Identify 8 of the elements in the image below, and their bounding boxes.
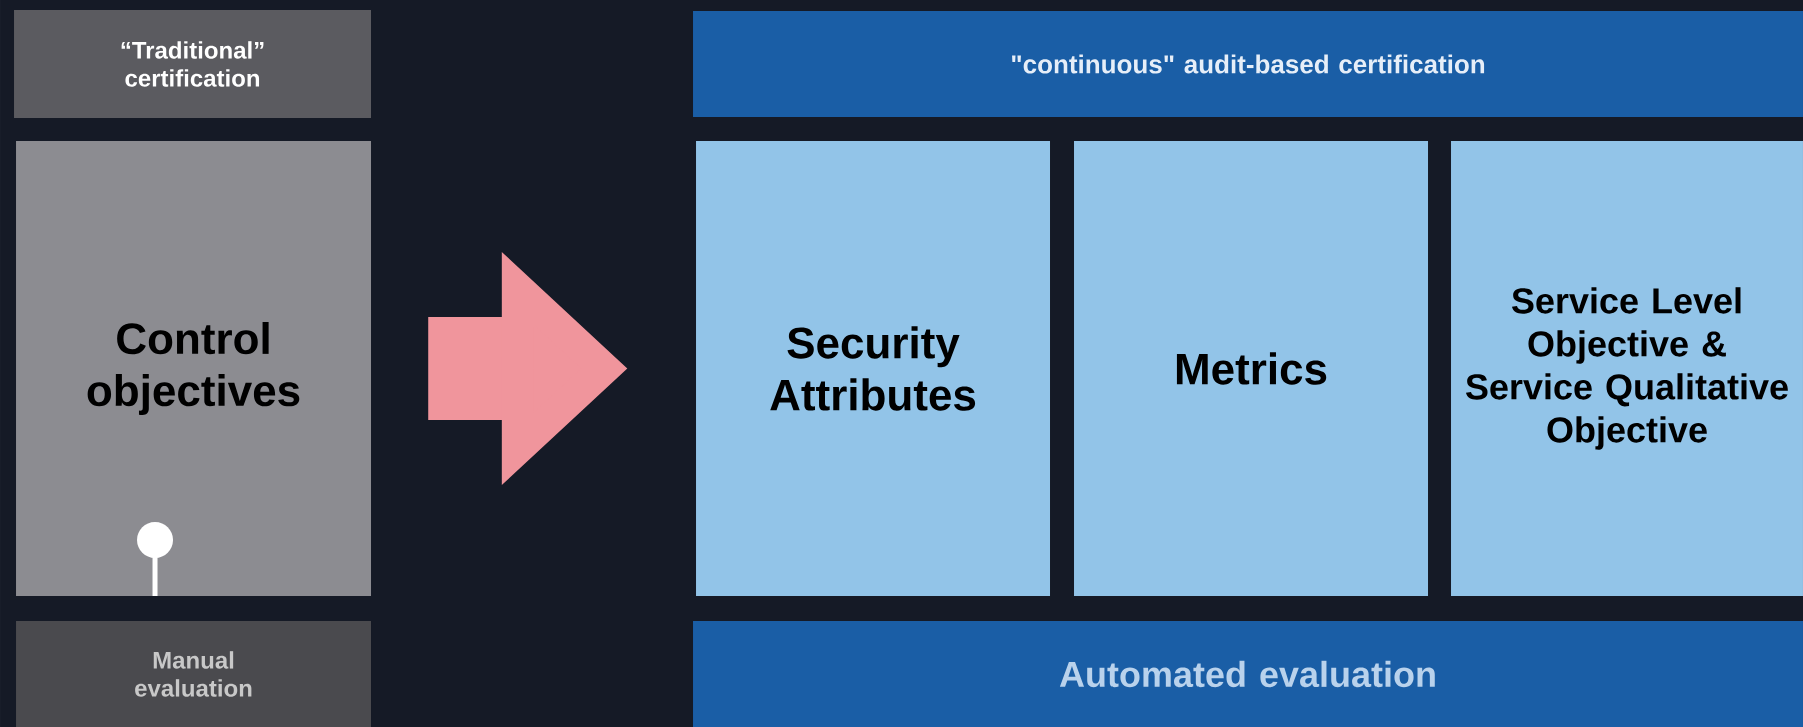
header-box: "continuous" audit-based certification	[693, 11, 1803, 117]
process-box: Service Level Objective & Service Qualitative Objective	[1451, 141, 1803, 596]
footer-box: Manual evaluation	[16, 621, 371, 727]
footer-box: Automated evaluation	[693, 621, 1803, 727]
process-box: Control objectives	[16, 141, 371, 596]
header-box: “Traditional” certification	[14, 10, 371, 118]
process-box: Metrics	[1074, 141, 1428, 596]
process-box: Security Attributes	[696, 141, 1050, 596]
